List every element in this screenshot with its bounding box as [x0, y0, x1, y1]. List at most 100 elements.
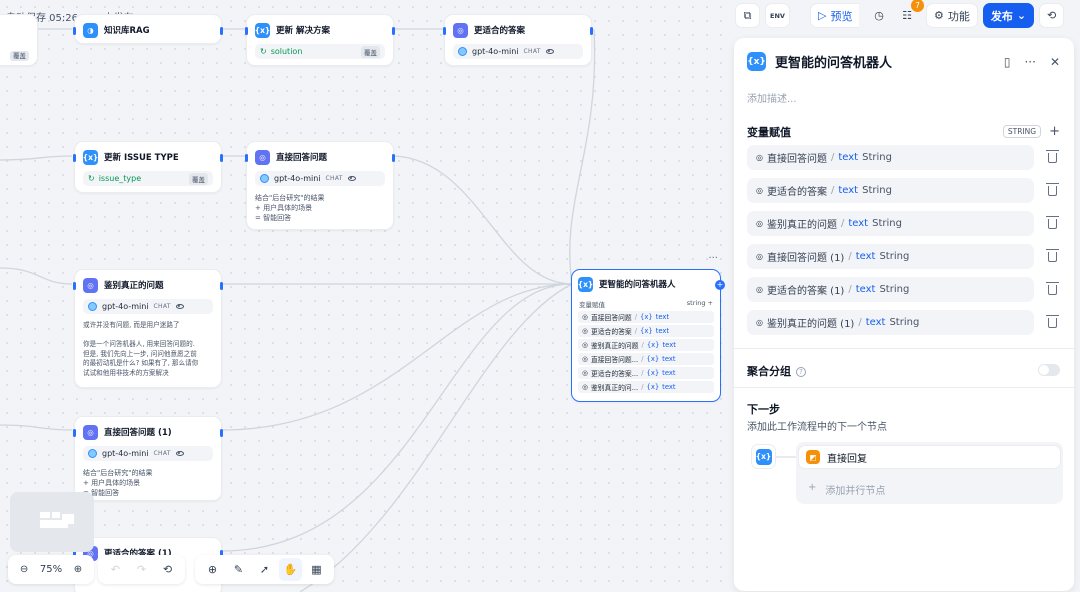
check-toolbar: ◷ ☷7	[866, 0, 924, 28]
vision-icon	[545, 49, 554, 54]
delete-variable-button[interactable]	[1041, 277, 1063, 302]
node-partial[interactable]: 覆盖	[0, 14, 38, 66]
node-knowledge-rag[interactable]: ◑知识库RAG	[73, 14, 223, 44]
variable-type: String	[879, 251, 910, 262]
publish-button[interactable]: 发布⌄	[982, 3, 1035, 28]
output-handle[interactable]	[220, 550, 223, 558]
assign-source: 鉴别真正的问题	[590, 342, 639, 350]
features-button[interactable]: ⚙功能	[926, 3, 978, 28]
input-handle[interactable]	[245, 27, 248, 35]
input-handle[interactable]	[73, 154, 76, 162]
output-handle[interactable]	[220, 27, 223, 35]
zoom-in-icon[interactable]: ⊕	[73, 564, 83, 575]
assign-row: ◎更适合的答案/{x}text	[578, 325, 714, 337]
input-handle[interactable]	[73, 429, 76, 437]
redo-icon[interactable]: ↷	[136, 563, 147, 576]
hand-icon[interactable]: ✋	[279, 558, 302, 581]
more-icon[interactable]: ···	[708, 253, 718, 264]
undo-icon[interactable]: ↶	[110, 563, 121, 576]
organize-icon[interactable]: ▦	[311, 563, 322, 576]
assign-source: 直接回答问题...	[590, 356, 639, 364]
delete-variable-button[interactable]	[1041, 310, 1063, 335]
run-history-icon[interactable]: ◷	[874, 9, 884, 22]
input-handle[interactable]	[245, 154, 248, 162]
llm-mini-icon: ◎	[756, 285, 763, 294]
delete-variable-button[interactable]	[1041, 145, 1063, 170]
output-handle[interactable]	[220, 429, 223, 437]
edge	[0, 267, 73, 285]
edge	[393, 155, 573, 285]
assign-row: ◎直接回答问题/{x}text	[578, 311, 714, 323]
group-toggle[interactable]	[1038, 364, 1060, 376]
delete-variable-button[interactable]	[1041, 178, 1063, 203]
variable-type: String	[862, 185, 892, 196]
delete-variable-button[interactable]	[1041, 211, 1063, 236]
checklist-edit-icon[interactable]: ⧉	[735, 3, 760, 28]
pointer-icon[interactable]: ➚	[259, 563, 270, 576]
node-description: 或许并没有问题, 而是用户迷路了 你是一个问答机器人, 用来回答问题的. 但是,…	[83, 321, 199, 377]
version-history-icon[interactable]: ⟲	[1039, 3, 1065, 28]
assign-source: 鉴别真正的问...	[590, 384, 639, 392]
preview-button[interactable]: ▷预览	[810, 3, 860, 28]
variable-source: 更适合的答案	[766, 187, 827, 198]
zoom-level[interactable]: 75%	[39, 564, 63, 575]
delete-variable-button[interactable]	[1041, 244, 1063, 269]
input-handle[interactable]	[73, 27, 76, 35]
features-icon: ⚙	[934, 9, 944, 22]
variable-source: 鉴别真正的问题 (1)	[766, 319, 855, 330]
add-variable-icon[interactable]: +	[707, 299, 713, 307]
variable-name: text	[838, 185, 859, 196]
zoom-out-icon[interactable]: ⊖	[19, 564, 29, 575]
separator: /	[634, 313, 638, 321]
input-handle[interactable]	[443, 27, 446, 35]
node-title: 更适合的答案 (1)	[104, 549, 172, 559]
input-handle[interactable]	[73, 550, 76, 558]
llm-mini-icon: ◎	[582, 383, 588, 391]
input-handle[interactable]	[73, 282, 76, 290]
add-parallel-node-button[interactable]: +添加并行节点	[808, 482, 885, 497]
output-handle[interactable]	[220, 154, 223, 162]
output-handle[interactable]	[220, 282, 223, 290]
autosave-status: 自动保存 05:26:44 · 未发布	[6, 13, 134, 24]
warning-count-badge: 7	[911, 0, 924, 12]
output-handle[interactable]	[392, 154, 395, 162]
node-description: 结合"后台研究"的结果 + 用户具体的场景 = 智能回答	[83, 469, 153, 497]
assign-row: ◎鉴别真正的问题/{x}text	[578, 339, 714, 351]
history-icon[interactable]: ⟲	[162, 563, 173, 576]
add-note-icon[interactable]: ✎	[233, 563, 244, 576]
group-section: 聚合分组?	[747, 363, 806, 379]
checklist-button[interactable]: ☷7	[894, 0, 924, 28]
add-next-node-icon[interactable]: +	[715, 280, 725, 290]
edge	[221, 283, 573, 431]
workflow-canvas[interactable]: 自动保存 05:26:44 · 未发布 覆盖 ◑知识库RAG {x}更新 解决方…	[0, 0, 732, 592]
add-node-icon[interactable]: ⊕	[207, 563, 218, 576]
variable-name: text	[865, 317, 886, 328]
help-book-icon[interactable]: ▯	[1003, 55, 1011, 69]
add-variable-icon[interactable]: +	[1049, 124, 1060, 139]
env-button[interactable]: ENV	[765, 3, 790, 28]
minimap[interactable]	[10, 492, 94, 552]
description-input[interactable]: 添加描述...	[747, 94, 797, 105]
output-handle[interactable]	[392, 27, 395, 35]
next-node-direct-reply[interactable]: ◩直接回复	[798, 445, 1061, 469]
help-icon[interactable]: ?	[796, 367, 806, 377]
close-icon[interactable]: ✕	[1049, 55, 1060, 69]
model-provider-icon	[88, 302, 97, 311]
more-icon[interactable]: ···	[1024, 55, 1036, 69]
zoom-controls: ⊖ 75% ⊕	[8, 555, 94, 584]
output-handle[interactable]	[590, 27, 593, 35]
panel-title[interactable]: 更智能的问答机器人	[775, 56, 893, 71]
